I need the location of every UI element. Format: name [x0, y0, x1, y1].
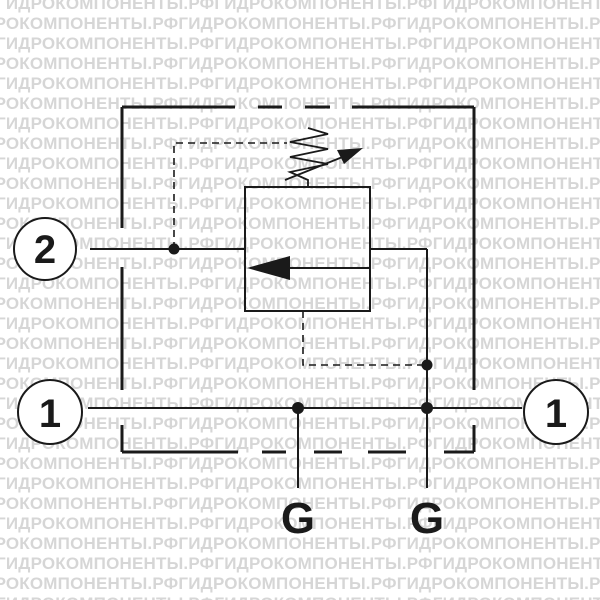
port-1-left-marker: 1 — [17, 379, 83, 445]
enclosure-outline — [120, 105, 476, 454]
watermark-text: ГИДРОКОМПОНЕНТЫ.РФГИДРОКОМПОНЕНТЫ.РФГИДР… — [0, 254, 600, 273]
gauge-left-label: G — [281, 494, 315, 543]
watermark-text: ГИДРОКОМПОНЕНТЫ.РФГИДРОКОМПОНЕНТЫ.РФГИДР… — [0, 314, 600, 333]
watermark-text: ГИДРОКОМПОНЕНТЫ.РФГИДРОКОМПОНЕНТЫ.РФГИДР… — [0, 534, 600, 553]
watermark-text: ГИДРОКОМПОНЕНТЫ.РФГИДРОКОМПОНЕНТЫ.РФГИДР… — [0, 594, 600, 600]
watermark-text: ГИДРОКОМПОНЕНТЫ.РФГИДРОКОМПОНЕНТЫ.РФГИДР… — [0, 454, 600, 473]
valve-flow-path — [282, 249, 371, 269]
watermark-text: ГИДРОКОМПОНЕНТЫ.РФГИДРОКОМПОНЕНТЫ.РФГИДР… — [0, 54, 600, 73]
watermark-text: ГИДРОКОМПОНЕНТЫ.РФГИДРОКОМПОНЕНТЫ.РФГИДР… — [0, 574, 600, 593]
gauge-right-label: G — [410, 494, 444, 543]
flow-arrow-icon — [247, 256, 290, 280]
adjust-arrow-icon — [337, 148, 363, 164]
junction-dots — [168, 243, 433, 414]
pilot-line-top — [173, 142, 287, 249]
port-2-label: 2 — [34, 228, 56, 272]
watermark-text: ГИДРОКОМПОНЕНТЫ.РФГИДРОКОМПОНЕНТЫ.РФГИДР… — [0, 414, 600, 433]
watermark-text: ГИДРОКОМПОНЕНТЫ.РФГИДРОКОМПОНЕНТЫ.РФГИДР… — [0, 174, 600, 193]
watermark-text: ГИДРОКОМПОНЕНТЫ.РФГИДРОКОМПОНЕНТЫ.РФГИДР… — [0, 434, 600, 453]
watermark-text: ГИДРОКОМПОНЕНТЫ.РФГИДРОКОМПОНЕНТЫ.РФГИДР… — [0, 214, 600, 233]
watermark-text: ГИДРОКОМПОНЕНТЫ.РФГИДРОКОМПОНЕНТЫ.РФГИДР… — [0, 34, 600, 53]
watermark-text: ГИДРОКОМПОНЕНТЫ.РФГИДРОКОМПОНЕНТЫ.РФГИДР… — [0, 114, 600, 133]
watermark-text: ГИДРОКОМПОНЕНТЫ.РФГИДРОКОМПОНЕНТЫ.РФГИДР… — [0, 374, 600, 393]
port-2-marker: 2 — [13, 217, 77, 281]
watermark-text: ГИДРОКОМПОНЕНТЫ.РФГИДРОКОМПОНЕНТЫ.РФГИДР… — [0, 194, 600, 213]
flow-lines — [88, 248, 522, 488]
watermark-text: ГИДРОКОМПОНЕНТЫ.РФГИДРОКОМПОНЕНТЫ.РФГИДР… — [0, 554, 600, 573]
watermark-text: ГИДРОКОМПОНЕНТЫ.РФГИДРОКОМПОНЕНТЫ.РФГИДР… — [0, 354, 600, 373]
junction-dot — [292, 402, 304, 414]
watermark-text: ГИДРОКОМПОНЕНТЫ.РФГИДРОКОМПОНЕНТЫ.РФГИДР… — [0, 334, 600, 353]
pilot-line-bottom — [302, 311, 427, 366]
watermark-text: ГИДРОКОМПОНЕНТЫ.РФГИДРОКОМПОНЕНТЫ.РФГИДР… — [0, 0, 600, 13]
port-circle — [17, 379, 83, 445]
valve-body — [244, 186, 371, 312]
adjustable-spring — [284, 127, 363, 187]
watermark-text: ГИДРОКОМПОНЕНТЫ.РФГИДРОКОМПОНЕНТЫ.РФГИДР… — [0, 154, 600, 173]
port-1-right-label: 1 — [545, 392, 567, 436]
valve-envelope — [244, 186, 371, 312]
pilot-lines — [173, 142, 427, 366]
watermark-text: ГИДРОКОМПОНЕНТЫ.РФГИДРОКОМПОНЕНТЫ.РФГИДР… — [0, 14, 600, 33]
junction-dot — [168, 243, 180, 255]
port-1-right-marker: 1 — [523, 379, 589, 445]
junction-dot — [421, 402, 433, 414]
watermark-text: ГИДРОКОМПОНЕНТЫ.РФГИДРОКОМПОНЕНТЫ.РФГИДР… — [0, 274, 600, 293]
port-circle — [13, 217, 77, 281]
watermark-text: ГИДРОКОМПОНЕНТЫ.РФГИДРОКОМПОНЕНТЫ.РФГИДР… — [0, 494, 600, 513]
port-1-left-label: 1 — [39, 392, 61, 436]
watermark-text: ГИДРОКОМПОНЕНТЫ.РФГИДРОКОМПОНЕНТЫ.РФГИДР… — [0, 294, 600, 313]
port-circle — [523, 379, 589, 445]
watermark-text: ГИДРОКОМПОНЕНТЫ.РФГИДРОКОМПОНЕНТЫ.РФГИДР… — [0, 74, 600, 93]
spring-icon — [287, 127, 329, 187]
junction-dot — [421, 359, 433, 371]
watermark-text: ГИДРОКОМПОНЕНТЫ.РФГИДРОКОМПОНЕНТЫ.РФГИДР… — [0, 514, 600, 533]
watermark-text: ГИДРОКОМПОНЕНТЫ.РФГИДРОКОМПОНЕНТЫ.РФГИДР… — [0, 474, 600, 493]
adjust-arrow-shaft — [284, 155, 346, 181]
